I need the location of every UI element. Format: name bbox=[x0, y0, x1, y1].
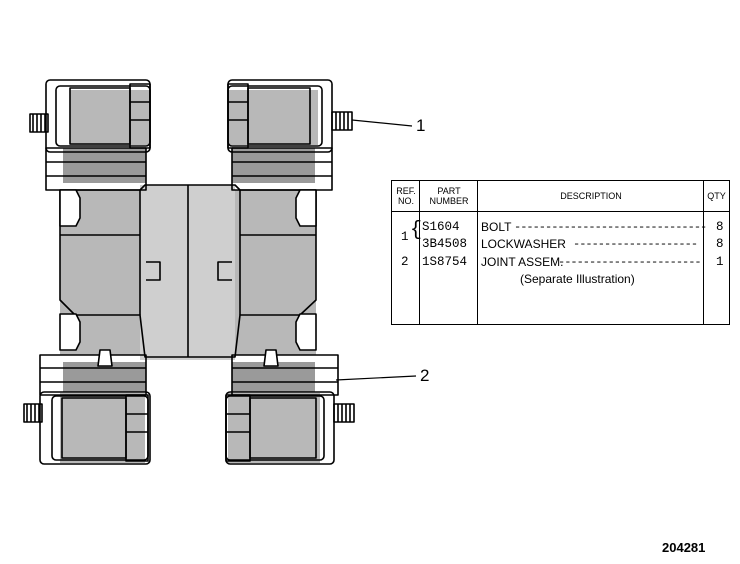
row-2-description: LOCKWASHER bbox=[481, 237, 566, 251]
column-divider bbox=[703, 181, 704, 324]
row-2-leader: -------------------- bbox=[573, 237, 698, 251]
bearing-cap-upper-left bbox=[45, 79, 151, 191]
callout-1: 1 bbox=[416, 116, 426, 135]
row-2-qty: 8 bbox=[716, 237, 724, 251]
header-ref-no: REF. NO. bbox=[392, 181, 420, 212]
header-description: DESCRIPTION bbox=[478, 181, 704, 212]
figure-number: 204281 bbox=[662, 540, 706, 555]
row-1-leader: ------------------------------- bbox=[514, 220, 707, 234]
bolt-lower-right bbox=[333, 403, 355, 423]
column-divider bbox=[419, 181, 420, 324]
row-1-part: S1604 bbox=[422, 220, 460, 234]
row-3-leader: ----------------------- bbox=[558, 255, 702, 269]
header-qty: QTY bbox=[704, 181, 729, 212]
row-3-note: (Separate Illustration) bbox=[520, 272, 635, 286]
bolt-upper-right bbox=[331, 111, 353, 131]
bearing-cap-lower-left bbox=[39, 354, 151, 465]
ref-brace: { bbox=[410, 219, 423, 242]
bearing-cap-lower-right bbox=[225, 354, 339, 465]
row-2-part: 3B4508 bbox=[422, 237, 468, 251]
row-3-description: JOINT ASSEM. bbox=[481, 255, 564, 269]
bolt-upper-left bbox=[29, 113, 49, 133]
leader-lines bbox=[335, 119, 417, 381]
row-1-ref: 1 bbox=[401, 230, 409, 244]
row-3-ref: 2 bbox=[401, 255, 409, 269]
row-1-qty: 8 bbox=[716, 220, 724, 234]
row-1-description: BOLT bbox=[481, 220, 512, 234]
row-3-qty: 1 bbox=[716, 255, 724, 269]
bolt-lower-left bbox=[23, 403, 43, 423]
header-part-number: PART NUMBER bbox=[420, 181, 478, 212]
parts-table: REF. NO. PART NUMBER DESCRIPTION QTY { 1… bbox=[391, 180, 730, 325]
row-3-part: 1S8754 bbox=[422, 255, 468, 269]
callout-2: 2 bbox=[420, 366, 430, 385]
column-divider bbox=[477, 181, 478, 324]
hex-nuts bbox=[59, 189, 317, 367]
